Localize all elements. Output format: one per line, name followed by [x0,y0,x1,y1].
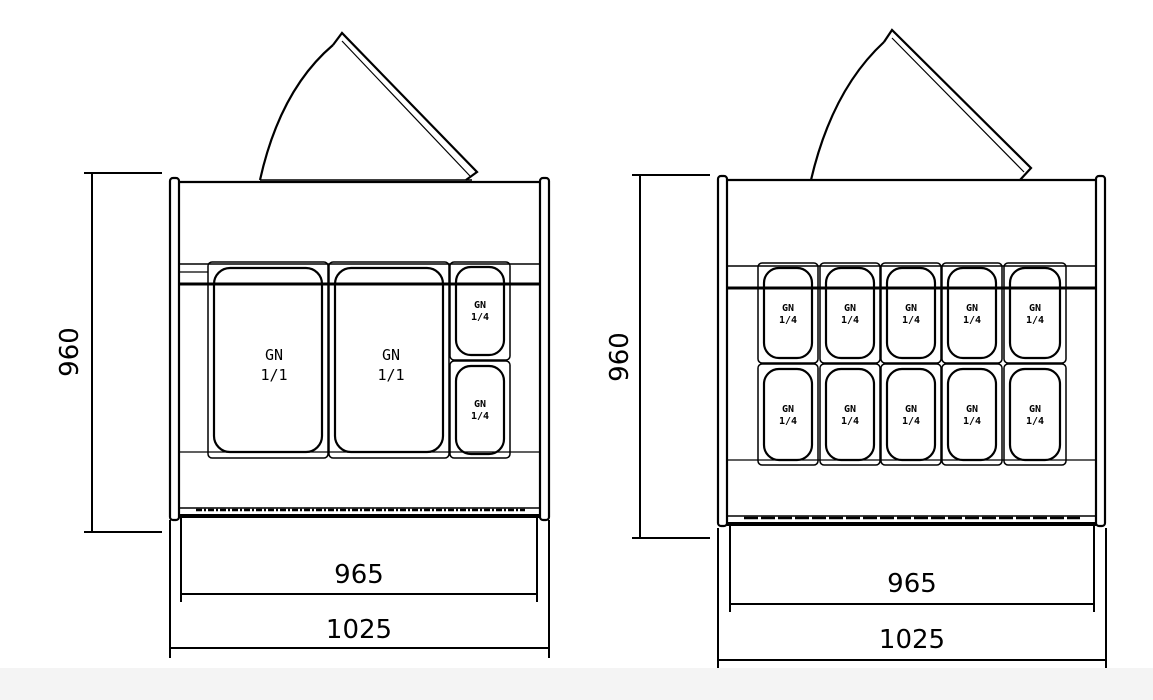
pan-label-size: 1/4 [779,416,797,427]
gn-pan: GN 1/4 [449,261,511,361]
counter-cabinet [168,176,551,522]
gn-pan: GN 1/4 [819,262,881,364]
gn-pan: GN 1/4 [880,363,942,466]
height-dimension-label: 960 [605,332,635,382]
gn-pans-right: GN 1/4 GN 1/4 GN 1/4 GN 1/4 [757,262,1067,466]
pan-label-size: 1/4 [963,416,981,427]
pan-label-gn: GN [1029,303,1041,314]
pan-label-gn: GN [844,404,856,415]
gn-pans-left: GN 1/1 GN 1/1 GN 1/4 GN 1/4 [207,261,511,459]
page-footer-strip [0,668,1153,700]
pan-label-size: 1/4 [841,416,859,427]
pan-label-size: 1/4 [471,411,489,422]
gn-pan: GN 1/4 [819,363,881,466]
pan-label-gn: GN [966,303,978,314]
outer-width-dimension-label: 1025 [326,615,392,645]
inner-width-dimension-label: 965 [334,560,384,590]
height-dimension-label: 960 [55,327,85,377]
gn-pan: GN 1/4 [1003,262,1067,364]
pan-label-gn: GN [844,303,856,314]
pan-label-size: 1/4 [841,315,859,326]
pan-label-size: 1/4 [902,416,920,427]
pan-label-gn: GN [265,346,283,364]
pan-label-size: 1/4 [779,315,797,326]
dimension-height: 960 [605,174,710,539]
sneeze-guard [258,31,479,181]
pan-label-gn: GN [782,404,794,415]
dimension-height: 960 [55,172,162,533]
pan-label-gn: GN [905,303,917,314]
pan-label-size: 1/1 [260,366,287,384]
pan-label-gn: GN [474,300,486,311]
pan-label-gn: GN [1029,404,1041,415]
gn-pan: GN 1/4 [880,262,942,364]
dimension-inner-width: 965 [180,518,538,602]
pan-label-size: 1/4 [471,312,489,323]
pan-label-gn: GN [782,303,794,314]
pan-label-gn: GN [474,399,486,410]
pan-label-size: 1/4 [1026,315,1044,326]
counter-cabinet [716,174,1107,528]
pan-label-size: 1/4 [963,315,981,326]
gn-pan: GN 1/4 [941,363,1003,466]
sneeze-guard [809,28,1033,181]
pan-label-size: 1/4 [1026,416,1044,427]
outer-width-dimension-label: 1025 [879,625,945,655]
dimension-outer-width: 1025 [717,528,1107,668]
pan-label-gn: GN [966,404,978,415]
counter-drawing-right: GN 1/4 GN 1/4 GN 1/4 GN 1/4 [605,28,1107,668]
pan-label-gn: GN [905,404,917,415]
gn-pan: GN 1/1 [328,261,450,459]
gn-pan: GN 1/4 [449,360,511,459]
pan-label-gn: GN [382,346,400,364]
gn-pan: GN 1/4 [1003,363,1067,466]
pan-label-size: 1/1 [377,366,404,384]
gn-pan: GN 1/4 [941,262,1003,364]
dimension-outer-width: 1025 [169,520,550,658]
gn-pan: GN 1/4 [757,262,819,364]
gn-pan: GN 1/4 [757,363,819,466]
inner-width-dimension-label: 965 [887,569,937,599]
counter-drawing-left: GN 1/1 GN 1/1 GN 1/4 GN 1/4 [55,31,551,658]
gn-pan: GN 1/1 [207,261,329,459]
pan-label-size: 1/4 [902,315,920,326]
dimension-inner-width: 965 [729,526,1095,612]
